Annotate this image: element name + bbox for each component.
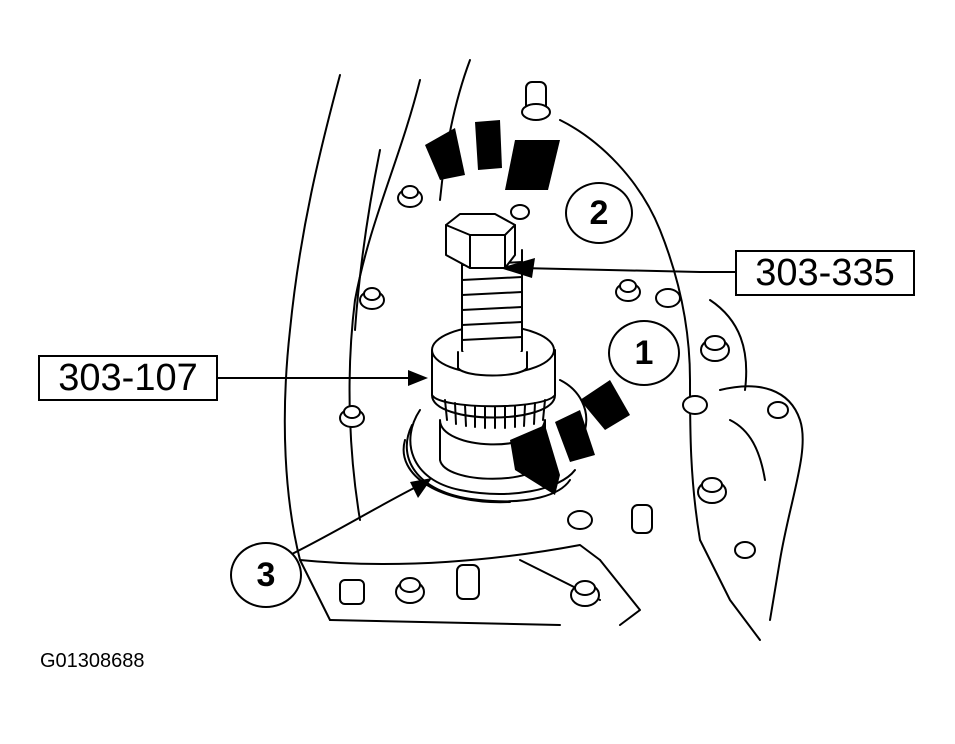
tool-number: 303-107 (58, 356, 198, 399)
callout-3: 3 (230, 542, 302, 608)
knurling (444, 399, 546, 429)
bolt (339, 405, 365, 428)
forcing-screw (445, 213, 528, 377)
bolt (682, 395, 708, 415)
callout-number: 1 (634, 333, 654, 372)
callout-number: 3 (256, 555, 276, 594)
tool-label-303-107: 303-107 (38, 355, 218, 401)
bolt (567, 510, 593, 530)
housing-bolts (339, 81, 789, 607)
rotation-arrows (425, 120, 630, 495)
bolt (397, 185, 423, 208)
bolt (570, 580, 600, 607)
rotation-arrow-lower (510, 380, 630, 495)
bolt (615, 279, 641, 302)
tool-number: 303-335 (755, 251, 895, 294)
rotation-arrow-top (425, 120, 560, 190)
bolt (395, 577, 425, 604)
callout-2: 2 (565, 182, 633, 244)
bolt (655, 288, 681, 308)
bolt (631, 504, 653, 534)
arrow-heads (408, 258, 535, 498)
bolt (456, 564, 480, 600)
arrow-head (408, 370, 428, 386)
bolt (767, 401, 789, 419)
bolt (510, 204, 530, 220)
callout-1: 1 (608, 320, 680, 386)
leader-lines (216, 267, 738, 556)
figure-id: G01308688 (40, 650, 145, 672)
tool-label-303-335: 303-335 (735, 250, 915, 296)
bolt (700, 335, 730, 362)
arrow-head (500, 258, 535, 278)
transmission-housing (283, 59, 804, 641)
bolt (521, 81, 551, 121)
bolt (359, 287, 385, 310)
bolt (734, 541, 756, 559)
bolt (697, 477, 727, 504)
bolt (339, 579, 365, 605)
arrow-head (410, 478, 432, 498)
callout-number: 2 (589, 193, 609, 232)
